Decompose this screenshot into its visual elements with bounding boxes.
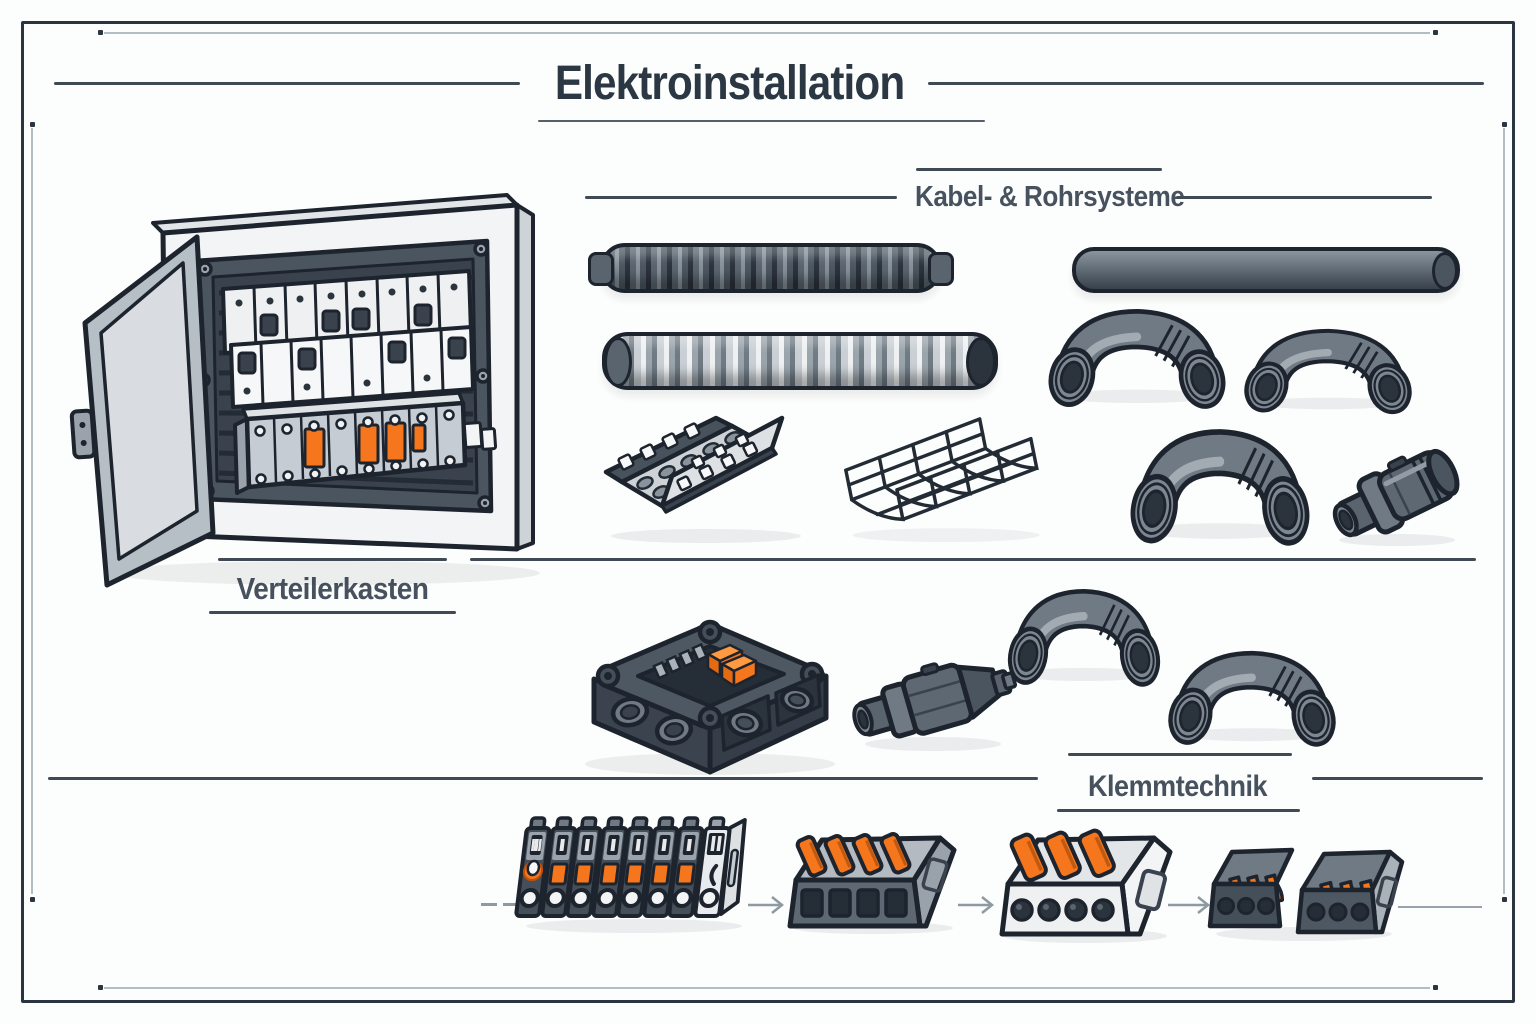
frame-corner-dot: [1433, 985, 1438, 990]
clamp-technology-underline: [1057, 809, 1300, 812]
frame-corner-dot: [30, 122, 35, 127]
terminal-block-strip: [514, 816, 747, 933]
cabinet-door: [69, 234, 216, 588]
cable-systems-right-rule: [1176, 196, 1432, 199]
orange-levers: [1009, 828, 1116, 882]
title-underline: [538, 120, 985, 122]
clamp-technology-label-text: Klemmtechnik: [1088, 770, 1268, 803]
breaker-row-lower: [229, 325, 475, 409]
page-title-text: Elektroinstallation: [555, 57, 905, 110]
frame-corner-dot: [98, 30, 103, 35]
lever-connector-gray: [787, 832, 957, 934]
clamp-technology-right-rule: [1312, 777, 1483, 780]
terminal-strip: [233, 391, 498, 495]
conduit-right-cap: [966, 337, 996, 387]
page-title: Elektroinstallation: [520, 56, 940, 111]
inner-frame-right: [1503, 128, 1505, 894]
inner-frame-left: [31, 128, 33, 894]
outer-frame: [21, 21, 1515, 1003]
flow-arrow-3: [1168, 896, 1211, 914]
flow-dash-left: [481, 903, 519, 906]
perforated-cable-tray: [603, 415, 801, 543]
orange-levers: [795, 832, 912, 878]
title-right-rule: [928, 82, 1484, 85]
inner-frame-bottom: [104, 987, 1430, 989]
pipe-coupler: [1332, 448, 1460, 546]
flow-line-right: [1398, 906, 1482, 908]
section-label-distribution-box: Verteilerkasten: [213, 571, 453, 607]
bottom-divider-rule: [48, 777, 1038, 780]
distribution-box-underline: [209, 611, 456, 614]
distribution-box-label-text: Verteilerkasten: [237, 571, 429, 606]
conduit-end-stub: [588, 252, 614, 286]
corner-screws: [595, 619, 825, 731]
knockout-stubs: [610, 673, 822, 752]
pipe-end-cap: [1432, 252, 1458, 290]
flow-arrow-1: [748, 896, 785, 914]
cable-systems-overline: [916, 168, 1162, 171]
pipe-bend-swept: [1240, 328, 1416, 410]
door-hinge: [69, 408, 97, 460]
cable-systems-left-rule: [585, 196, 897, 199]
pair-right-connector: [1295, 849, 1405, 935]
clamp-technology-overline: [1068, 753, 1292, 756]
frame-corner-dot: [1502, 897, 1507, 902]
corrugated-conduit-dark: [588, 243, 954, 293]
inner-frame-top: [104, 32, 1430, 34]
corrugated-conduit-light: [602, 332, 998, 390]
frame-corner-dot: [1433, 30, 1438, 35]
frame-corner-dot: [30, 897, 35, 902]
flow-arrow-2: [958, 896, 995, 914]
cable-gland: [852, 662, 1018, 751]
frame-corner-dot: [98, 985, 103, 990]
conduit-left-cap: [604, 337, 632, 387]
frame-corner-dot: [1502, 122, 1507, 127]
section-label-cable-systems: Kabel- & Rohrsysteme: [900, 181, 1185, 214]
junction-box: [585, 619, 835, 775]
distribution-box-overline: [218, 558, 447, 561]
lever-connector-pair: [1207, 847, 1405, 941]
title-left-rule: [54, 82, 520, 85]
pipe-elbow-large: [1126, 428, 1314, 540]
pair-left-connector: [1207, 847, 1295, 929]
pipe-elbow-top: [1044, 308, 1230, 404]
conduit-end-stub: [928, 252, 954, 286]
distribution-cabinet-illustration: [69, 193, 540, 588]
lever-connector-white: [999, 828, 1173, 943]
orange-terminals: [706, 643, 758, 688]
rigid-pipe: [1072, 247, 1460, 293]
wire-ports: [1010, 898, 1115, 922]
middle-divider-rule: [470, 558, 1476, 561]
cable-systems-label-text: Kabel- & Rohrsysteme: [914, 181, 1185, 213]
section-label-clamp-technology: Klemmtechnik: [1062, 770, 1294, 804]
pipe-elbow-mid-left: [1004, 588, 1164, 682]
pipe-elbow-mid-right: [1164, 650, 1340, 742]
wire-mesh-cable-tray: [844, 417, 1040, 543]
